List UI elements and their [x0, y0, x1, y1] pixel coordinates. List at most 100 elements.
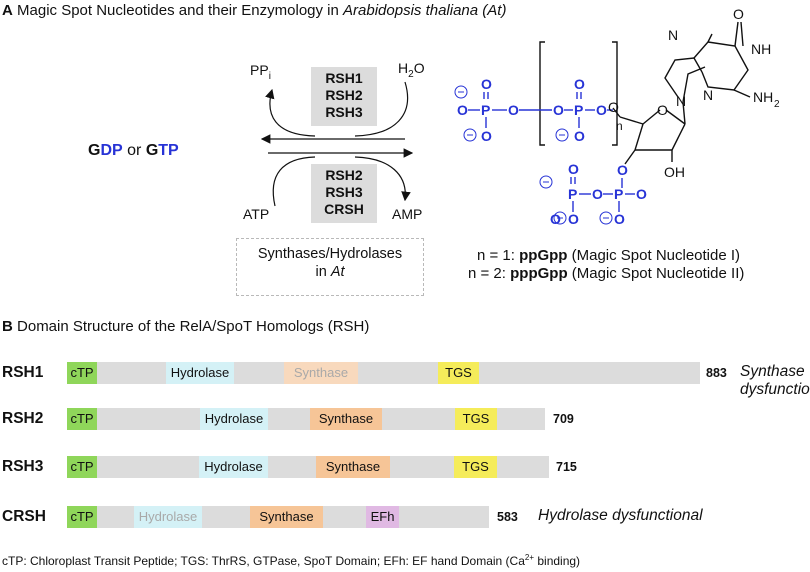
atom-oh: OH	[664, 164, 685, 180]
synthase-enzyme-1: RSH2	[325, 167, 363, 183]
synthases-hydrolases-box: Synthases/Hydrolases in At	[236, 238, 424, 296]
crsh-synthase-domain: Synthase	[250, 506, 323, 528]
atom-n3: N	[703, 87, 713, 103]
phosphate-atoms: O P O O P O O O O O O P O P O O O O O	[457, 76, 647, 227]
footnote-main: cTP: Chloroplast Transit Peptide; TGS: T…	[2, 554, 525, 568]
dashbox-line2-italic: At	[330, 264, 345, 280]
water-o: O	[413, 60, 425, 76]
water-label: H2O	[398, 60, 425, 80]
rsh1-length: 883	[706, 366, 727, 380]
rsh1-synthase-domain: Synthase	[284, 362, 358, 384]
panel-a-title-main: Magic Spot Nucleotides and their Enzymol…	[17, 2, 344, 19]
hydrolysis-curve-left	[265, 88, 316, 137]
atom-p-2: P	[574, 102, 583, 118]
substrate-tp: TP	[158, 142, 179, 159]
rsh3-tgs-domain: TGS	[454, 456, 497, 478]
caption1-bold: ppGpp	[519, 247, 568, 264]
panel-a-title: A Magic Spot Nucleotides and their Enzym…	[2, 2, 506, 19]
protein-name-rsh2: RSH2	[2, 410, 44, 427]
atp-label: ATP	[243, 206, 270, 222]
caption1-prefix: n = 1:	[477, 247, 520, 264]
crsh-hydrolase-domain: Hydrolase	[134, 506, 202, 528]
atom-o-bridge-3: O	[596, 102, 607, 118]
atom-o-minus-4: O	[550, 211, 561, 227]
substrate-dp: DP	[100, 142, 123, 159]
panel-b-title-text: Domain Structure of the RelA/SpoT Homolo…	[17, 318, 370, 335]
panel-a-letter: A	[2, 2, 13, 19]
panel-b-letter: B	[2, 318, 13, 335]
synthesis-curve-right	[354, 156, 411, 202]
footnote: cTP: Chloroplast Transit Peptide; TGS: T…	[2, 553, 580, 568]
synthase-enzyme-3: CRSH	[324, 201, 364, 217]
ppi-label: PPi	[250, 62, 271, 82]
caption-ppgpp: n = 1: ppGpp (Magic Spot Nucleotide I)	[477, 247, 740, 264]
atom-nh2: NH	[753, 89, 773, 105]
crsh-efh-domain: EFh	[366, 506, 399, 528]
atom-o-bridge-2: O	[553, 102, 564, 118]
hydrolase-enzymes-box: RSH1 RSH2 RSH3	[311, 67, 377, 126]
dashbox-line2: in At	[237, 263, 423, 281]
atom-p-3: P	[568, 186, 577, 202]
ppi-text: PP	[250, 62, 269, 78]
atom-o-double-4: O	[636, 186, 647, 202]
bracket-n: n	[616, 119, 623, 133]
atom-n9: N	[676, 93, 686, 109]
synthase-enzymes-box: RSH2 RSH3 CRSH	[311, 164, 377, 223]
rsh3-synthase-domain: Synthase	[316, 456, 390, 478]
dashbox-line1: Synthases/Hydrolases	[257, 246, 403, 262]
rsh1-ctp-domain: cTP	[67, 362, 97, 384]
atom-o-double-3: O	[568, 161, 579, 177]
water-h: H	[398, 60, 409, 76]
atom-o-minus-2: O	[481, 128, 492, 144]
rsh2-tgs-domain: TGS	[455, 408, 497, 430]
substrate-g2: G	[145, 142, 159, 159]
atom-o-double-1: O	[481, 76, 492, 92]
substrate-label: GDP or GTP	[88, 142, 179, 160]
rsh2-synthase-domain: Synthase	[310, 408, 382, 430]
protein-name-rsh1: RSH1	[2, 364, 44, 381]
panel-b-title: B Domain Structure of the RelA/SpoT Homo…	[2, 318, 369, 335]
atom-n7: N	[668, 27, 678, 43]
hydrolase-enzyme-1: RSH1	[325, 70, 363, 86]
atom-o-5prime: O	[608, 99, 619, 115]
rsh2-hydrolase-domain: Hydrolase	[200, 408, 268, 430]
atom-o-double-2: O	[574, 76, 585, 92]
atom-o-minus-6: O	[614, 211, 625, 227]
reaction-arrows	[260, 81, 414, 207]
rsh1-hydrolase-domain: Hydrolase	[166, 362, 234, 384]
crsh-length: 583	[497, 510, 518, 524]
atom-o-bridge-4: O	[592, 186, 603, 202]
rsh1-tgs-domain: TGS	[438, 362, 479, 384]
domain-bar-rsh2	[67, 408, 545, 430]
atom-o-3prime: O	[617, 162, 628, 178]
caption2-suffix: (Magic Spot Nucleotide II)	[567, 265, 745, 282]
atom-o-minus-5: O	[568, 211, 579, 227]
caption1-suffix: (Magic Spot Nucleotide I)	[567, 247, 741, 264]
rsh2-length: 709	[553, 412, 574, 426]
panel-a-title-italic: Arabidopsis thaliana (At)	[343, 2, 507, 19]
hydrolysis-curve-right	[354, 81, 409, 137]
ppi-sub: i	[268, 70, 271, 82]
synthase-enzyme-2: RSH3	[325, 184, 363, 200]
substrate-or: or	[122, 142, 146, 159]
hydrolase-enzyme-3: RSH3	[325, 104, 363, 120]
rsh3-length: 715	[556, 460, 577, 474]
atom-nh: NH	[751, 41, 771, 57]
protein-name-crsh: CRSH	[2, 508, 46, 525]
footnote-sup: 2+	[524, 553, 535, 562]
rsh3-ctp-domain: cTP	[67, 456, 97, 478]
atom-nh2-sub: 2	[774, 99, 780, 110]
rsh1-note: Synthase dysfunctional	[740, 363, 810, 398]
footnote-end: binding)	[534, 554, 581, 568]
atom-p-1: P	[481, 102, 490, 118]
rsh3-hydrolase-domain: Hydrolase	[199, 456, 268, 478]
protein-name-rsh3: RSH3	[2, 458, 44, 475]
atom-ring-o: O	[657, 102, 668, 118]
dashbox-line2-prefix: in	[315, 264, 331, 280]
synthesis-curve-left	[272, 156, 316, 207]
caption-pppgpp: n = 2: pppGpp (Magic Spot Nucleotide II)	[468, 265, 744, 282]
caption2-bold: pppGpp	[510, 265, 568, 282]
crsh-ctp-domain: cTP	[67, 506, 97, 528]
atom-p-4: P	[614, 186, 623, 202]
ppgpp-structure: O P O O P O O O O O O P O P O O O O O	[454, 6, 780, 227]
